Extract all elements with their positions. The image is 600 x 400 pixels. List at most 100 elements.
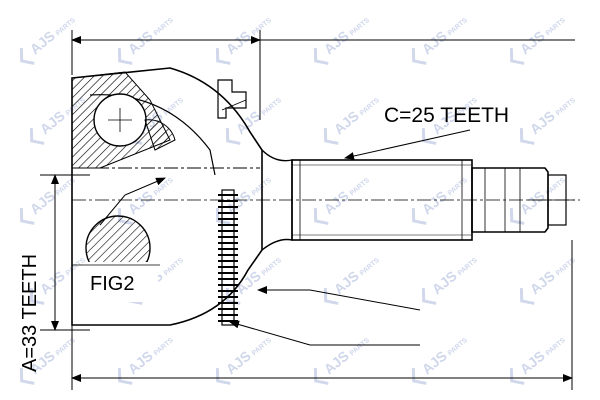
svg-text:AJS: AJS	[321, 28, 352, 58]
abs-tooth	[218, 278, 238, 280]
svg-text:PARTS: PARTS	[55, 177, 78, 197]
svg-text:AJS: AJS	[321, 348, 352, 378]
svg-text:AJS: AJS	[223, 28, 254, 58]
svg-text:PARTS: PARTS	[349, 337, 372, 357]
svg-text:AJS: AJS	[27, 188, 58, 218]
teeth-c-label: C=25 TEETH	[384, 104, 509, 127]
svg-text:AJS: AJS	[419, 188, 450, 218]
svg-text:PARTS: PARTS	[545, 17, 568, 37]
svg-text:PARTS: PARTS	[359, 97, 382, 117]
abs-tooth	[218, 212, 238, 214]
svg-text:PARTS: PARTS	[261, 97, 284, 117]
svg-text:AJS: AJS	[517, 348, 548, 378]
left-teeth-dimension	[40, 174, 90, 331]
svg-text:PARTS: PARTS	[163, 97, 186, 117]
svg-text:PARTS: PARTS	[555, 97, 578, 117]
svg-text:AJS: AJS	[429, 268, 460, 298]
svg-text:PARTS: PARTS	[55, 337, 78, 357]
svg-text:PARTS: PARTS	[65, 257, 88, 277]
svg-text:PARTS: PARTS	[447, 17, 470, 37]
svg-text:PARTS: PARTS	[153, 337, 176, 357]
svg-text:PARTS: PARTS	[545, 337, 568, 357]
svg-text:AJS: AJS	[517, 188, 548, 218]
svg-text:AJS: AJS	[527, 108, 558, 138]
abs-ring	[218, 189, 238, 326]
ball-cage	[93, 93, 176, 151]
svg-text:AJS: AJS	[125, 188, 156, 218]
abs-tooth	[218, 302, 238, 304]
svg-text:AJS: AJS	[27, 28, 58, 58]
abs-tooth	[218, 230, 238, 232]
abs-tooth	[218, 284, 238, 286]
svg-text:AJS: AJS	[419, 348, 450, 378]
abs-tooth	[218, 272, 238, 274]
svg-text:AJS: AJS	[37, 268, 68, 298]
abs-tooth	[218, 254, 238, 256]
svg-text:PARTS: PARTS	[359, 257, 382, 277]
bottom-dimension-line	[71, 240, 573, 390]
svg-text:AJS: AJS	[331, 268, 362, 298]
svg-text:AJS: AJS	[125, 28, 156, 58]
flange-seal	[217, 79, 247, 119]
fig2-region	[72, 177, 166, 302]
svg-text:PARTS: PARTS	[349, 17, 372, 37]
abs-tooth	[218, 242, 238, 244]
svg-text:AJS: AJS	[419, 28, 450, 58]
svg-text:AJS: AJS	[321, 188, 352, 218]
abs-tooth	[218, 314, 238, 316]
svg-text:PARTS: PARTS	[251, 337, 274, 357]
watermark-layer: AJSPARTSAJSPARTSAJSPARTSAJSPARTSAJSPARTS…	[19, 17, 578, 385]
abs-tooth	[218, 320, 238, 322]
fig2-label: FIG2	[90, 273, 134, 295]
svg-text:PARTS: PARTS	[261, 257, 284, 277]
svg-text:AJS: AJS	[125, 348, 156, 378]
leader-lines	[229, 129, 471, 346]
abs-tooth	[218, 218, 238, 220]
abs-tooth	[218, 290, 238, 292]
svg-text:PARTS: PARTS	[447, 177, 470, 197]
svg-text:AJS: AJS	[527, 268, 558, 298]
svg-text:PARTS: PARTS	[163, 257, 186, 277]
svg-text:PARTS: PARTS	[349, 177, 372, 197]
svg-text:PARTS: PARTS	[153, 177, 176, 197]
svg-text:PARTS: PARTS	[251, 17, 274, 37]
abs-tooth	[218, 206, 238, 208]
abs-tooth	[218, 296, 238, 298]
abs-tooth	[218, 266, 238, 268]
svg-text:AJS: AJS	[517, 28, 548, 58]
abs-tooth	[218, 224, 238, 226]
svg-text:PARTS: PARTS	[555, 257, 578, 277]
svg-text:PARTS: PARTS	[153, 17, 176, 37]
abs-tooth	[218, 236, 238, 238]
svg-text:AJS: AJS	[223, 348, 254, 378]
abs-tooth	[218, 260, 238, 262]
abs-tooth	[218, 200, 238, 202]
svg-text:PARTS: PARTS	[447, 337, 470, 357]
teeth-a-label: A=33 TEETH	[19, 254, 41, 372]
svg-text:AJS: AJS	[37, 108, 68, 138]
threaded-end	[471, 167, 575, 233]
abs-tooth	[218, 194, 238, 196]
